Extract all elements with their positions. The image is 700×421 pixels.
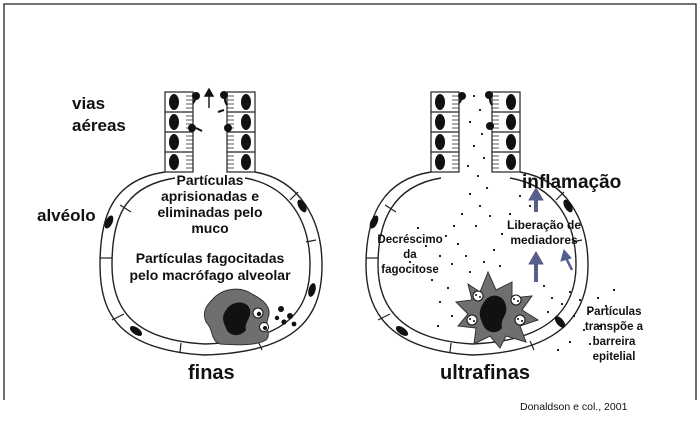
epithelial-crossing-text: Partículas transpõe a barreira epitelial bbox=[574, 305, 654, 365]
trapped-text-line4: muco bbox=[150, 220, 270, 236]
decrease-line2: da bbox=[370, 248, 450, 263]
source-credit: Donaldson e col., 2001 bbox=[520, 401, 627, 413]
phagocytosed-particles-text: Partículas fagocitadas pelo macrófago al… bbox=[110, 250, 310, 284]
cross-line4: epitelial bbox=[574, 350, 654, 365]
alveolus-label: alvéolo bbox=[37, 206, 96, 226]
mediator-arrow-right bbox=[566, 258, 572, 270]
caption-finas: finas bbox=[188, 362, 235, 385]
mediator-arrow-center-head bbox=[529, 252, 543, 264]
mediator-arrow-right-head bbox=[561, 250, 571, 261]
cross-line2: transpõe a bbox=[574, 320, 654, 335]
decrease-line3: fagocitose bbox=[370, 263, 450, 278]
mediators-line2: mediadores bbox=[494, 233, 594, 248]
airways-label-vias: vias bbox=[72, 94, 105, 114]
trapped-text-line3: eliminadas pelo bbox=[150, 204, 270, 220]
right-mucus-particles bbox=[459, 92, 493, 129]
decrease-line1: Decréscimo bbox=[370, 233, 450, 248]
left-mucus-particles bbox=[189, 92, 231, 131]
left-clearance-arrow bbox=[205, 89, 213, 108]
phago-text-line2: pelo macrófago alveolar bbox=[110, 267, 310, 284]
phagocytosis-decrease-text: Decréscimo da fagocitose bbox=[370, 233, 450, 278]
cross-line1: Partículas bbox=[574, 305, 654, 320]
phago-text-line1: Partículas fagocitadas bbox=[110, 250, 310, 267]
mediators-line1: Liberação de bbox=[494, 218, 594, 233]
airways-label-aereas: aéreas bbox=[72, 116, 126, 136]
inflammation-label: inflamação bbox=[522, 172, 621, 194]
caption-ultrafinas: ultrafinas bbox=[440, 362, 530, 385]
mediators-text: Liberação de mediadores bbox=[494, 218, 594, 248]
trapped-text-line2: aprisionadas e bbox=[150, 188, 270, 204]
trapped-text-line1: Partículas bbox=[150, 172, 270, 188]
trapped-particles-text: Partículas aprisionadas e eliminadas pel… bbox=[150, 172, 270, 236]
cross-line3: barreira bbox=[574, 335, 654, 350]
